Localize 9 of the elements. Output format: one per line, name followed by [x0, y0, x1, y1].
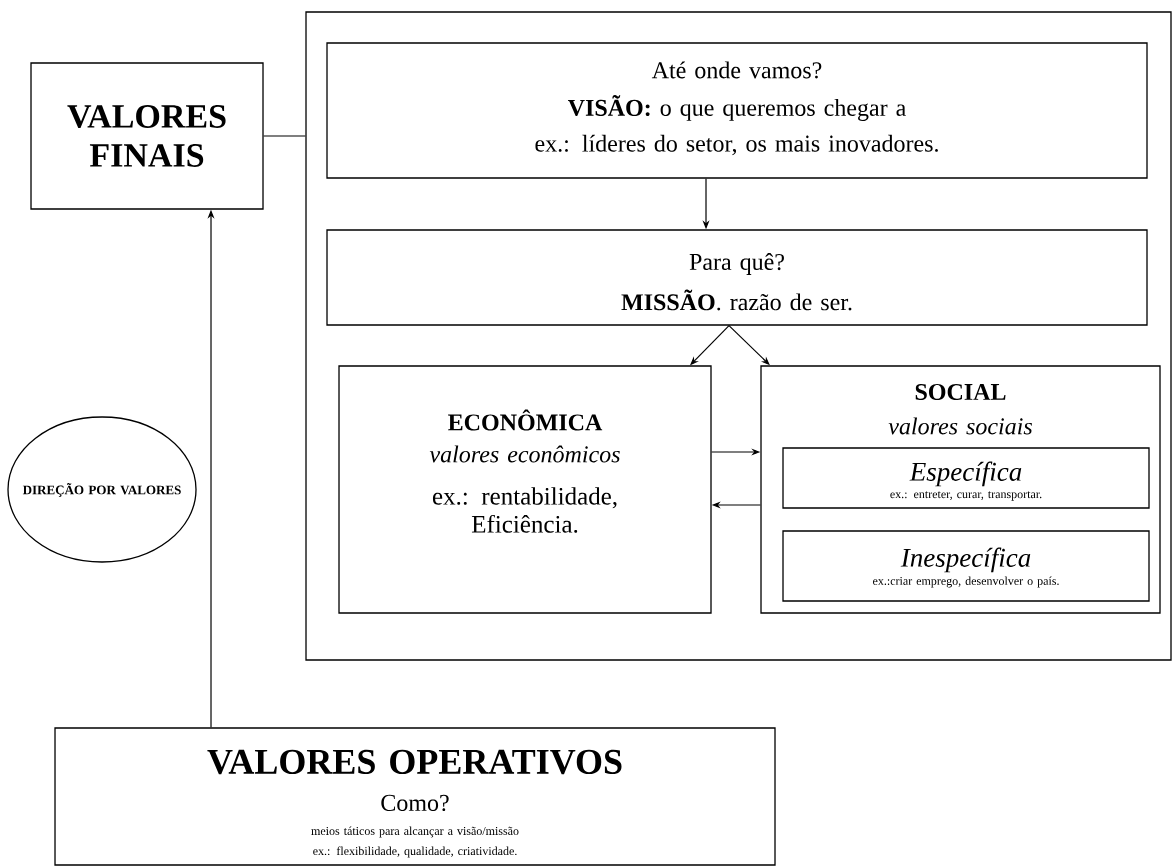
frame-box: [305, 11, 1172, 661]
process-box: Específica ex.: entreter, curar, transportar.: [782, 447, 1150, 509]
connector-line: [263, 135, 306, 137]
process-box: Inespecífica ex.:criar emprego, desenvolver o país.: [782, 530, 1150, 602]
process-box: VALORES OPERATIVOS Como? meios táticos para alcançar a visão/missão ex.: flexibilidade, qualidade, criatividade.: [54, 727, 776, 866]
process-box: ECONÔMICA valores econômicos ex.: rentabilidade, Eficiência.: [338, 365, 712, 614]
value-box: VALORES FINAIS: [30, 62, 264, 210]
process-box: Até onde vamos? VISÃO: o que queremos chegar a ex.: líderes do setor, os mais inovadores.: [326, 42, 1148, 179]
process-box: Para quê? MISSÃO. razão de ser.: [326, 229, 1148, 326]
